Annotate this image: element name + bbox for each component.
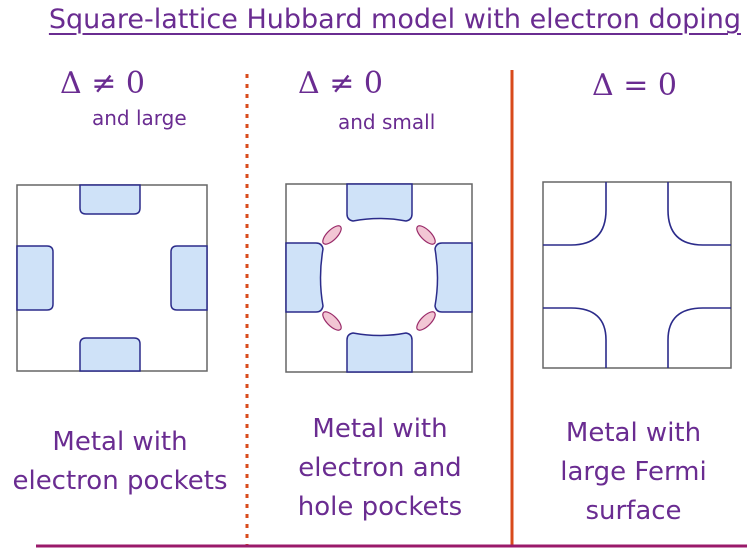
caption-line: Metal with: [52, 427, 188, 457]
hole-pocket-top-left: [322, 225, 342, 245]
caption-line: surface: [585, 496, 682, 526]
electron-pocket-bottom: [346, 332, 413, 373]
electron-pocket-right: [434, 242, 473, 313]
caption-line: hole pockets: [297, 492, 463, 522]
fermi-arc-top-right: [667, 182, 731, 246]
qualifier-label-1: and large: [92, 106, 187, 130]
fermi-arc-bottom-left: [543, 307, 607, 368]
caption-line: large Fermi: [560, 457, 707, 487]
condition-label-2: Δ ≠ 0: [298, 66, 383, 101]
caption-electron-hole-pockets: Metal with electron and hole pockets: [262, 410, 498, 527]
caption-large-fermi-surface: Metal with large Fermi surface: [520, 414, 747, 531]
fermi-arc-bottom-right: [667, 307, 731, 368]
fermi-arc-top-left: [543, 182, 607, 246]
hole-pocket-top-right: [416, 225, 436, 245]
hole-pocket-bottom-left: [322, 311, 342, 331]
electron-pocket-top: [346, 183, 413, 222]
electron-pocket-left: [16, 245, 54, 311]
electron-pocket-bottom: [79, 337, 141, 372]
caption-line: Metal with: [312, 414, 448, 444]
electron-pocket-top: [79, 184, 141, 215]
hole-pocket-bottom-right: [416, 311, 436, 331]
panel-electron-pockets: [16, 184, 208, 372]
panel-electron-hole-pockets: [285, 183, 473, 373]
condition-label-3: Δ = 0: [592, 68, 677, 103]
condition-label-1: Δ ≠ 0: [60, 66, 145, 101]
caption-line: electron pockets: [12, 466, 228, 496]
caption-line: electron and: [298, 453, 462, 483]
electron-pocket-right: [170, 245, 208, 311]
caption-line: Metal with: [565, 418, 702, 448]
electron-pocket-left: [285, 242, 324, 313]
caption-electron-pockets: Metal with electron pockets: [0, 423, 240, 501]
page-title: Square-lattice Hubbard model with electr…: [48, 4, 741, 35]
qualifier-label-2: and small: [338, 110, 436, 134]
panel-large-fermi-surface: [542, 181, 732, 369]
